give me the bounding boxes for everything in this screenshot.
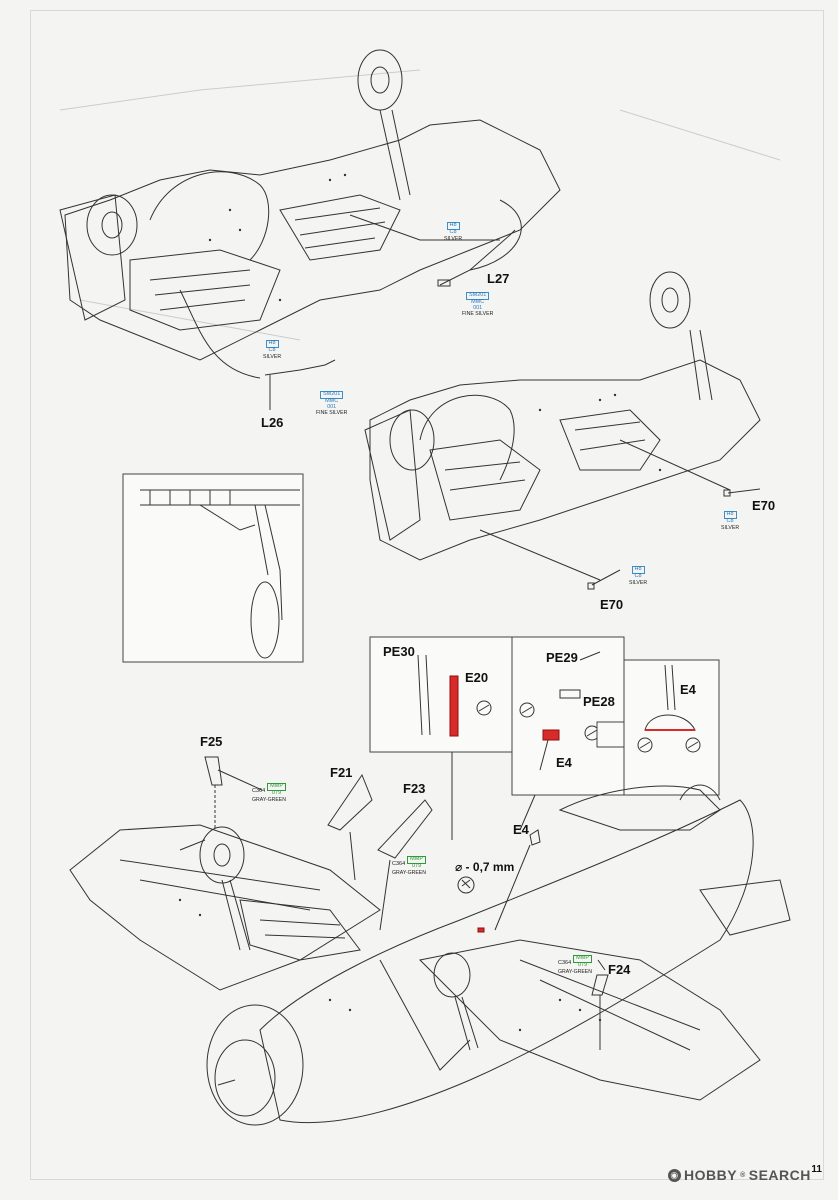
watermark-registered: ®: [740, 1171, 746, 1179]
paint-code: MMP: [573, 955, 592, 963]
paint-prefix: C364: [252, 788, 266, 794]
part-label-pe29: PE29: [546, 650, 578, 665]
paint-sub: C8: [449, 229, 457, 235]
part-label-e4-inset-small: E4: [556, 755, 572, 770]
paint-callout-f25-gray-green: C364 MMP 079 GRAY-GREEN: [252, 783, 286, 803]
part-label-f24: F24: [608, 962, 631, 977]
paint-code: H8: [631, 566, 645, 574]
part-label-e4-inset-right: E4: [680, 682, 696, 697]
paint-code: SM201: [319, 391, 344, 399]
paint-name: SILVER: [721, 524, 740, 531]
part-label-e70-bottom: E70: [600, 597, 624, 612]
paint-code: H8: [265, 340, 279, 348]
detail-insets: [369, 636, 720, 831]
part-label-pe30: PE30: [383, 644, 415, 659]
top-wing-assembly: [59, 49, 781, 410]
paint-sub: C8: [634, 573, 642, 579]
paint-callout-f24-gray-green: C364 MMP 079 GRAY-GREEN: [558, 955, 592, 975]
part-label-f23: F23: [403, 781, 426, 796]
part-label-e70-right: E70: [752, 498, 776, 513]
paint-sub: 079: [411, 863, 422, 869]
paint-name: SILVER: [444, 235, 463, 242]
paint-prefix: C364: [392, 861, 406, 867]
part-label-l27: L27: [487, 271, 510, 286]
paint-sub-2: 001: [327, 403, 337, 410]
paint-sub: 079: [271, 790, 282, 796]
middle-wing-assembly: [364, 271, 761, 590]
paint-callout-e70-right-silver: H8 C8 SILVER: [721, 511, 739, 531]
bottom-aircraft-assembly: [69, 756, 791, 1126]
gear-detail-inset: [122, 473, 304, 663]
paint-name: FINE SILVER: [316, 410, 348, 416]
paint-sub: C8: [726, 518, 734, 524]
drill-note: ⌀ - 0,7 mm: [455, 860, 515, 874]
paint-code: H8: [723, 511, 737, 519]
paint-code: H8: [446, 222, 460, 230]
watermark-word: SEARCH: [748, 1167, 811, 1183]
paint-name: FINE SILVER: [462, 311, 494, 317]
part-label-pe28: PE28: [583, 694, 615, 709]
part-label-f21: F21: [330, 765, 353, 780]
paint-callout-l26-silver: H8 C8 SILVER: [263, 340, 281, 360]
hobby-search-watermark: ◉ HOBBY® SEARCH: [668, 1167, 811, 1183]
paint-name: GRAY-GREEN: [558, 968, 593, 975]
paint-callout-f23-gray-green: C364 MMP 079 GRAY-GREEN: [392, 856, 426, 876]
paint-prefix: C364: [558, 960, 572, 966]
paint-code: MMP: [267, 783, 286, 791]
part-label-e4-main: E4: [513, 822, 529, 837]
paint-code: SM201: [465, 292, 490, 300]
paint-sub: MMC: [325, 398, 339, 404]
paint-sub: MMC: [471, 299, 485, 305]
paint-code: MMP: [407, 856, 426, 864]
paint-callout-l27-fine-silver: SM201 MMC 001 FINE SILVER: [462, 292, 493, 317]
paint-sub-2: 001: [473, 304, 483, 311]
paint-name: SILVER: [263, 353, 282, 360]
paint-callout-l26-fine-silver: SM201 MMC 001 FINE SILVER: [316, 391, 347, 416]
part-label-f25: F25: [200, 734, 223, 749]
page-frame: [30, 10, 824, 1180]
paint-callout-e70-bottom-silver: H8 C8 SILVER: [629, 566, 647, 586]
page-number: 11: [811, 1164, 822, 1175]
paint-callout-l27-silver: H8 C8 SILVER: [444, 222, 462, 242]
part-label-e20: E20: [465, 670, 489, 685]
paint-sub: 079: [577, 962, 588, 968]
paint-name: GRAY-GREEN: [252, 796, 287, 803]
paint-sub: C8: [268, 347, 276, 353]
part-label-l26: L26: [261, 415, 284, 430]
paint-name: GRAY-GREEN: [392, 869, 427, 876]
hobby-search-logo-icon: ◉: [668, 1168, 681, 1182]
watermark-brand: HOBBY: [684, 1167, 738, 1183]
paint-name: SILVER: [629, 579, 648, 586]
